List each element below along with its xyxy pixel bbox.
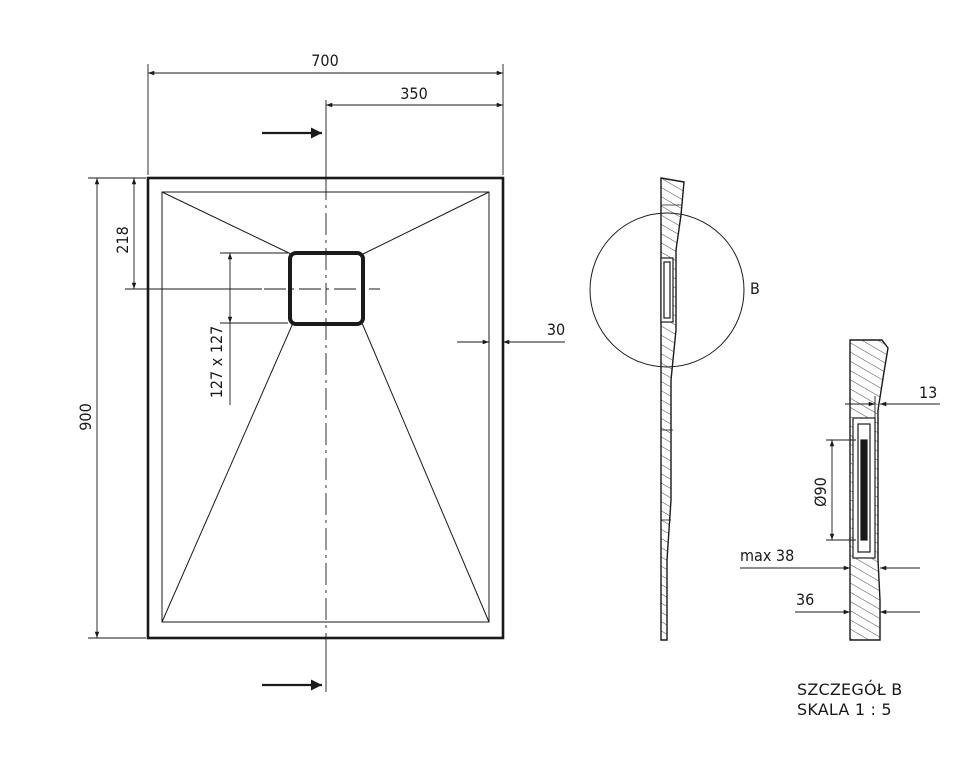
detail-dim-max38-label: max 38 <box>740 546 794 565</box>
slope-lines <box>161 191 490 623</box>
dim-border-label: 30 <box>547 320 565 339</box>
section-drain <box>660 257 674 323</box>
section-view <box>589 177 745 641</box>
detail-caption: SZCZEGÓŁ B SKALA 1 : 5 <box>797 680 902 720</box>
dim-height <box>88 177 146 639</box>
detail-dim-diameter-label: Ø90 <box>811 477 830 507</box>
dim-drain-size-label: 127 x 127 <box>207 326 226 399</box>
dim-half-width-label: 350 <box>400 84 427 103</box>
detail-scale: SKALA 1 : 5 <box>797 700 892 719</box>
detail-b-view <box>740 339 940 641</box>
detail-drain-assembly <box>852 417 876 559</box>
section-arrows <box>262 127 322 691</box>
tray-outer-outline <box>146 176 505 640</box>
plan-view <box>88 64 565 692</box>
dim-drain-offset-label: 218 <box>113 226 132 253</box>
dim-height-label: 900 <box>76 403 95 430</box>
drain-grate <box>288 251 365 326</box>
detail-b-circle <box>589 212 745 368</box>
section-profile <box>660 177 685 641</box>
dim-width-label: 700 <box>311 51 338 70</box>
dim-drain-offset <box>125 177 262 290</box>
section-break-lines <box>661 204 681 521</box>
detail-dim-36-label: 36 <box>796 590 814 609</box>
center-lines <box>264 100 380 692</box>
detail-dimensions <box>740 396 940 615</box>
tray-inner-outline <box>161 191 490 623</box>
dim-width <box>147 64 504 175</box>
dim-drain-size <box>220 252 288 405</box>
detail-title: SZCZEGÓŁ B <box>797 680 903 699</box>
detail-dim-13-label: 13 <box>919 383 937 402</box>
detail-b-marker: B <box>750 279 760 298</box>
